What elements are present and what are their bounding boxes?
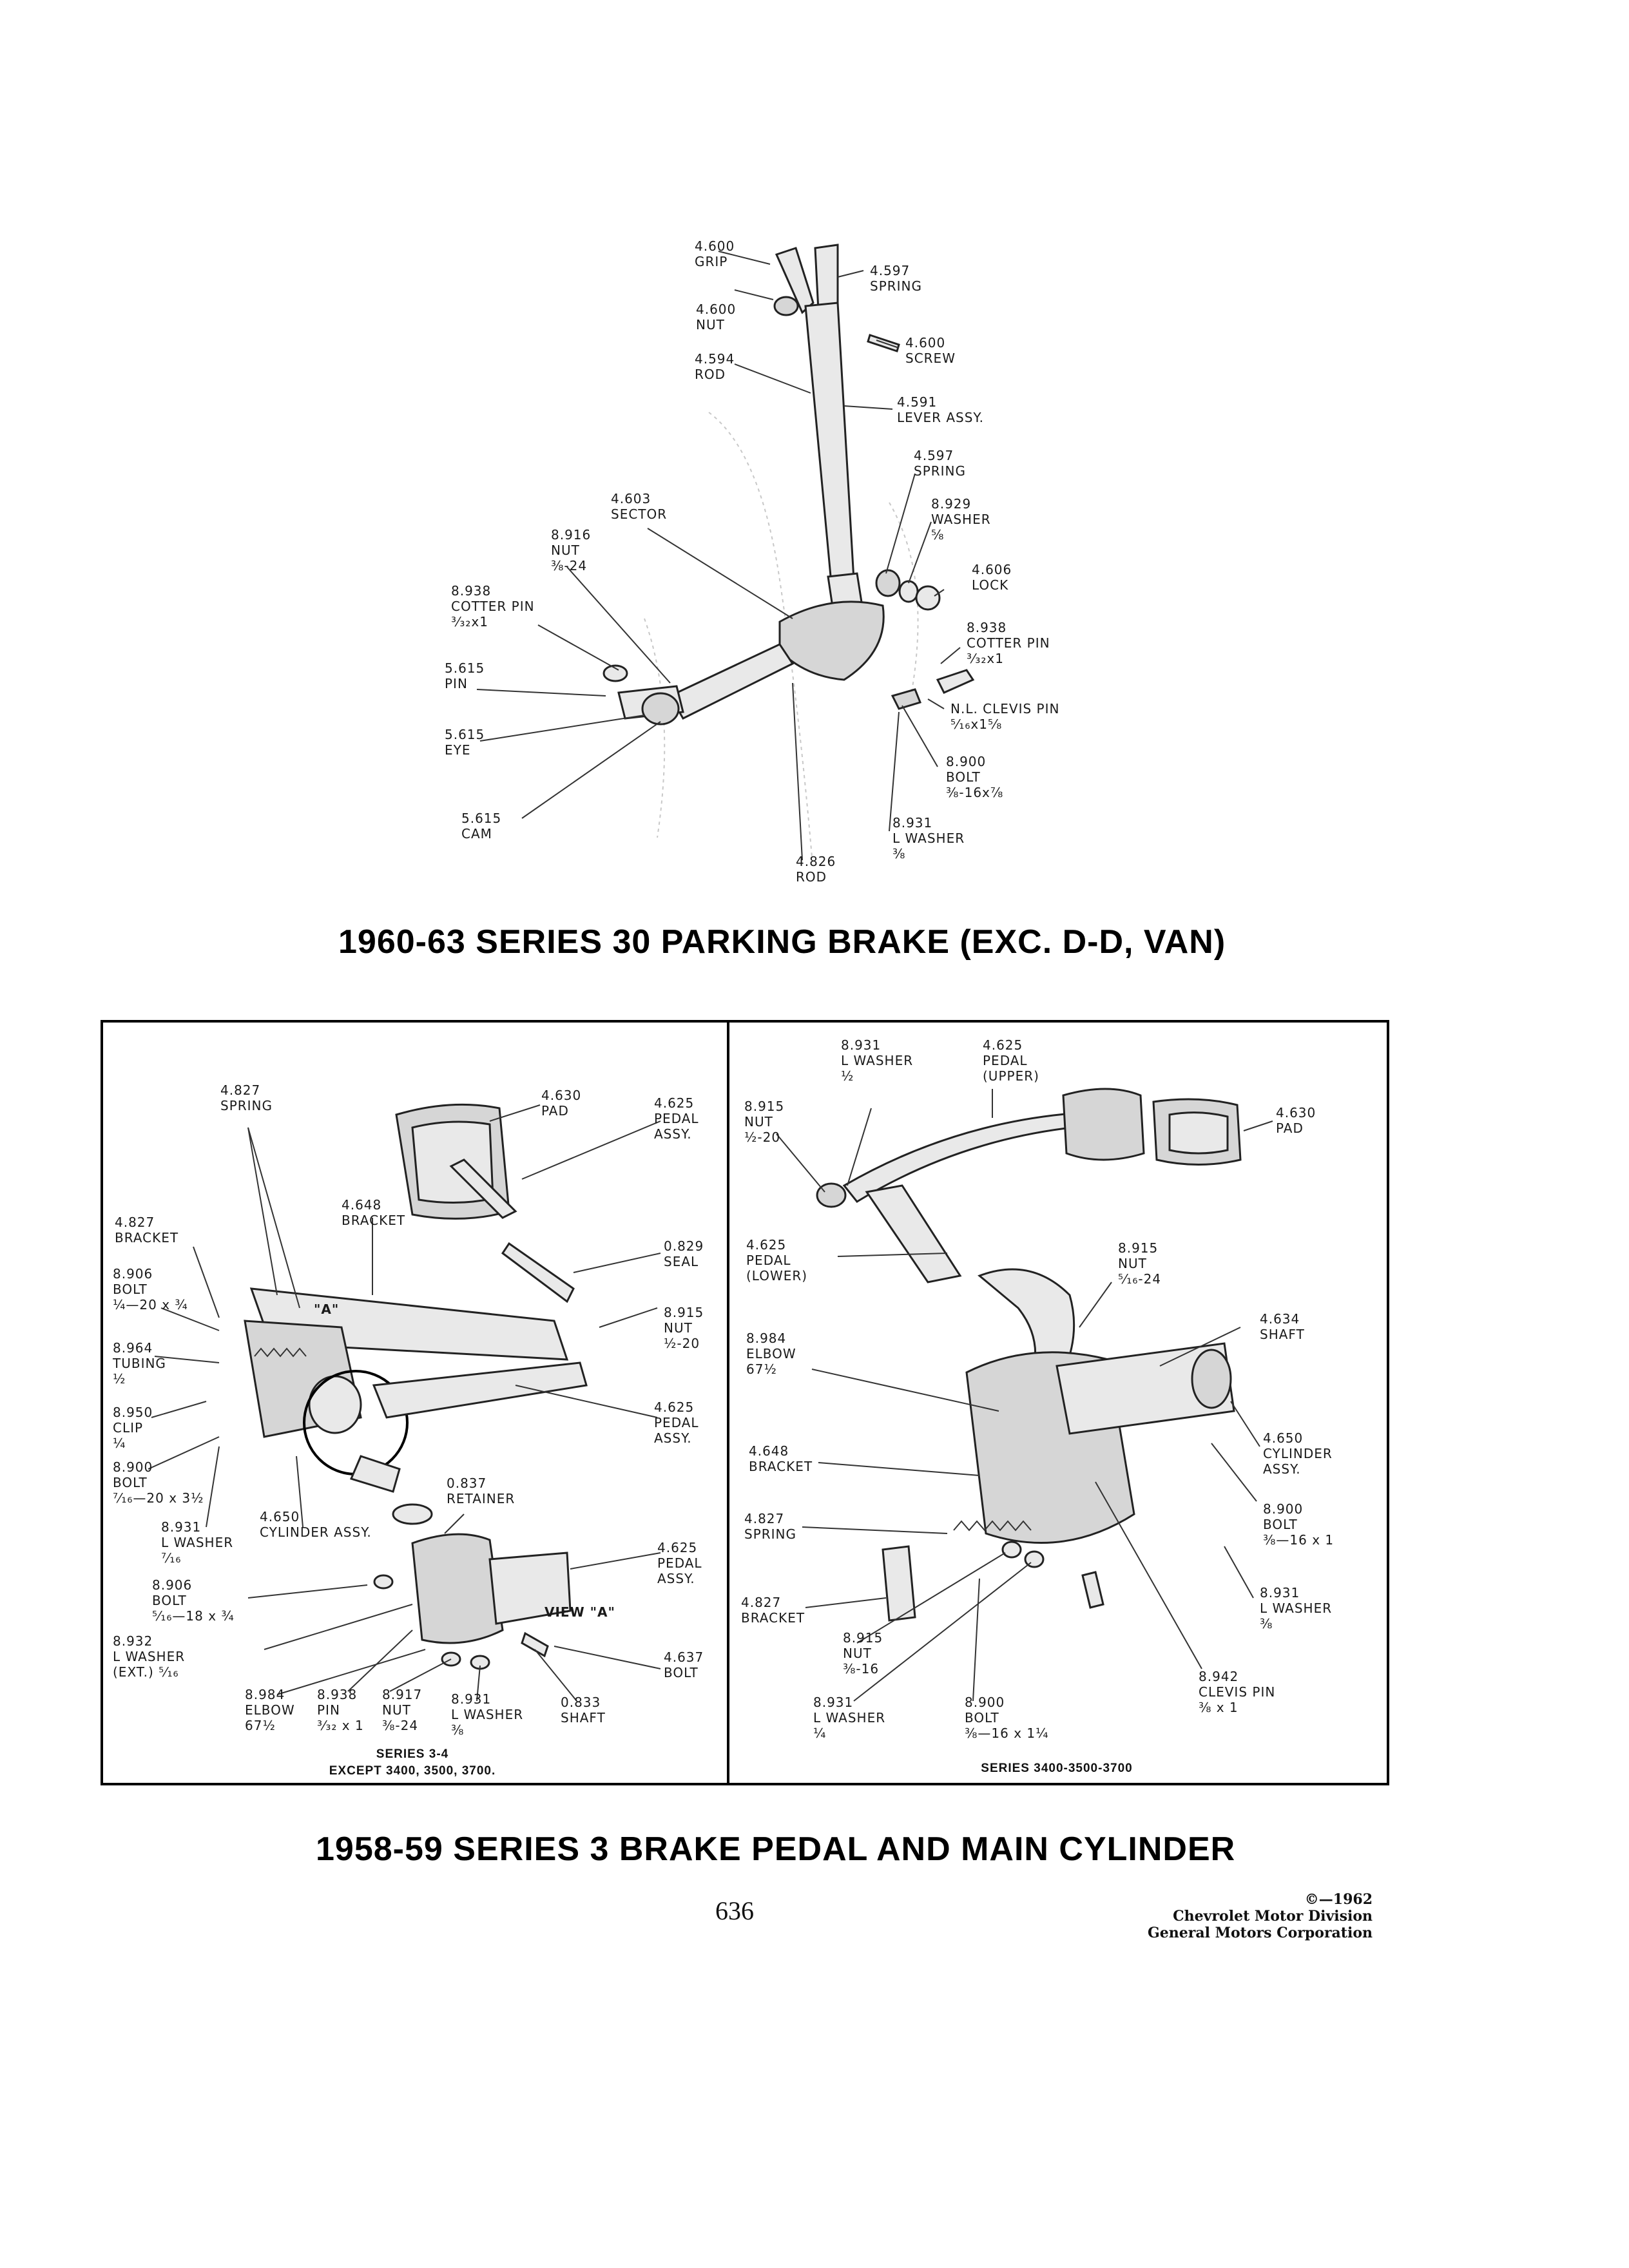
callout-cotter-pin: 8.938 COTTER PIN ³⁄₃₂x1 [967, 620, 1050, 666]
callout-nut: 4.600 NUT [696, 302, 737, 332]
callout-grip: 4.600 GRIP [695, 238, 735, 269]
callout-rod: 4.826 ROD [796, 854, 836, 885]
panel-divider [727, 1021, 729, 1784]
callout-elbow: 8.984 ELBOW 67½ [746, 1331, 796, 1377]
callout-l-washer: 8.931 L WASHER ½ [841, 1037, 914, 1084]
callout-cylinder-assy: 4.650 CYLINDER ASSY. [260, 1509, 372, 1540]
callout-spring: 4.827 SPRING [220, 1082, 273, 1113]
callout-nut: 8.915 NUT ⅜-16 [843, 1630, 883, 1677]
callout-elbow: 8.984 ELBOW 67½ [245, 1687, 295, 1733]
callout-retainer: 0.837 RETAINER [447, 1475, 516, 1506]
callout-pin: 8.938 PIN ³⁄₃₂ x 1 [317, 1687, 364, 1733]
callout-pedal-assy: 4.625 PEDAL ASSY. [654, 1095, 699, 1142]
callout-cotter-pin: 8.938 COTTER PIN ³⁄₃₂x1 [451, 583, 535, 629]
callout-eye: 5.615 EYE [445, 727, 485, 758]
callout-bracket: 4.827 BRACKET [741, 1595, 805, 1626]
page-number: 636 [715, 1896, 754, 1925]
callout-l-washer: 8.931 L WASHER ¼ [813, 1695, 886, 1741]
callout-pedal-assy: 4.625 PEDAL ASSY. [657, 1540, 702, 1586]
left-panel-caption: SERIES 3-4 EXCEPT 3400, 3500, 3700. [329, 1747, 496, 1778]
callout-bracket: 4.827 BRACKET [115, 1215, 179, 1245]
callout-nut: 8.916 NUT ⅜-24 [551, 527, 592, 573]
callout-bolt: 8.906 BOLT ¼—20 x ¾ [113, 1266, 188, 1312]
callout-cylinder-assy: 4.650 CYLINDER ASSY. [1263, 1430, 1333, 1477]
callout-bolt: 8.900 BOLT ⅜-16x⅞ [946, 754, 1004, 800]
callout-nut: 8.917 NUT ⅜-24 [382, 1687, 423, 1733]
callout-l-washer: 8.931 L WASHER ⅜ [451, 1691, 524, 1738]
callout-l-washer: 8.931 L WASHER ⅜ [1260, 1585, 1333, 1631]
callout-clevis-pin: 8.942 CLEVIS PIN ⅜ x 1 [1199, 1669, 1276, 1715]
parking-brake-title: 1960-63 SERIES 30 PARKING BRAKE (EXC. D-… [338, 923, 1226, 961]
view-a-label: VIEW "A" [545, 1604, 615, 1620]
callout-shaft: 4.634 SHAFT [1260, 1311, 1305, 1342]
callout-spring: 4.597 SPRING [914, 448, 967, 479]
callout-cam: 5.615 CAM [461, 811, 502, 841]
callout-pedal-lower: 4.625 PEDAL (LOWER) [746, 1237, 808, 1283]
brake-pedal-title: 1958-59 SERIES 3 BRAKE PEDAL AND MAIN CY… [316, 1831, 1236, 1868]
right-panel-caption: SERIES 3400-3500-3700 [981, 1762, 1133, 1775]
callout-spring: 4.827 SPRING [744, 1511, 797, 1542]
copyright-notice: ©—1962 Chevrolet Motor Division General … [1147, 1891, 1373, 1941]
callout-pin: 5.615 PIN [445, 660, 485, 691]
callout-spring: 4.597 SPRING [870, 263, 923, 294]
callout-bolt: 8.900 BOLT ⅜—16 x 1 [1263, 1501, 1335, 1548]
callout-shaft: 0.833 SHAFT [561, 1695, 606, 1725]
callout-pad: 4.630 PAD [1276, 1105, 1316, 1136]
callout-washer: 8.929 WASHER ⅝ [931, 496, 991, 543]
callout-clevis-pin: N.L. CLEVIS PIN ⁵⁄₁₆x1⁵⁄₈ [950, 701, 1060, 732]
callout-l-washer: 8.931 L WASHER ⅜ [892, 815, 965, 861]
callout-nut: 8.915 NUT ⁵⁄₁₆-24 [1118, 1240, 1162, 1287]
callout-bracket: 4.648 BRACKET [749, 1443, 813, 1474]
callout-seal: 0.829 SEAL [664, 1238, 704, 1269]
callout-nut: 8.915 NUT ½-20 [664, 1305, 704, 1351]
callout-nut: 8.915 NUT ½-20 [744, 1099, 785, 1145]
callout-screw: 4.600 SCREW [905, 335, 956, 366]
callout-clip: 8.950 CLIP ¼ [113, 1405, 153, 1451]
callout-l-washer-ext: 8.932 L WASHER (EXT.) ⁵⁄₁₆ [113, 1633, 186, 1680]
brake-pedal-figure-frame [101, 1020, 1389, 1785]
callout-pad: 4.630 PAD [541, 1088, 582, 1119]
callout-pedal-upper: 4.625 PEDAL (UPPER) [983, 1037, 1039, 1084]
callout-lock: 4.606 LOCK [972, 562, 1012, 593]
callout-bolt: 8.900 BOLT ⁷⁄₁₆—20 x 3½ [113, 1459, 204, 1506]
callout-bolt: 8.906 BOLT ⁵⁄₁₆—18 x ¾ [152, 1577, 235, 1624]
callout-rod: 4.594 ROD [695, 351, 735, 382]
callout-bracket: 4.648 BRACKET [342, 1197, 406, 1228]
callout-tubing: 8.964 TUBING ½ [113, 1340, 166, 1387]
callout-bolt: 8.900 BOLT ⅜—16 x 1¼ [965, 1695, 1049, 1741]
view-a-marker: "A" [314, 1302, 340, 1317]
callout-sector: 4.603 SECTOR [611, 491, 668, 522]
callout-lever-assy: 4.591 LEVER ASSY. [897, 394, 984, 425]
callout-l-washer: 8.931 L WASHER ⁷⁄₁₆ [161, 1519, 234, 1566]
callout-pedal-assy: 4.625 PEDAL ASSY. [654, 1399, 699, 1446]
callout-bolt: 4.637 BOLT [664, 1649, 704, 1680]
